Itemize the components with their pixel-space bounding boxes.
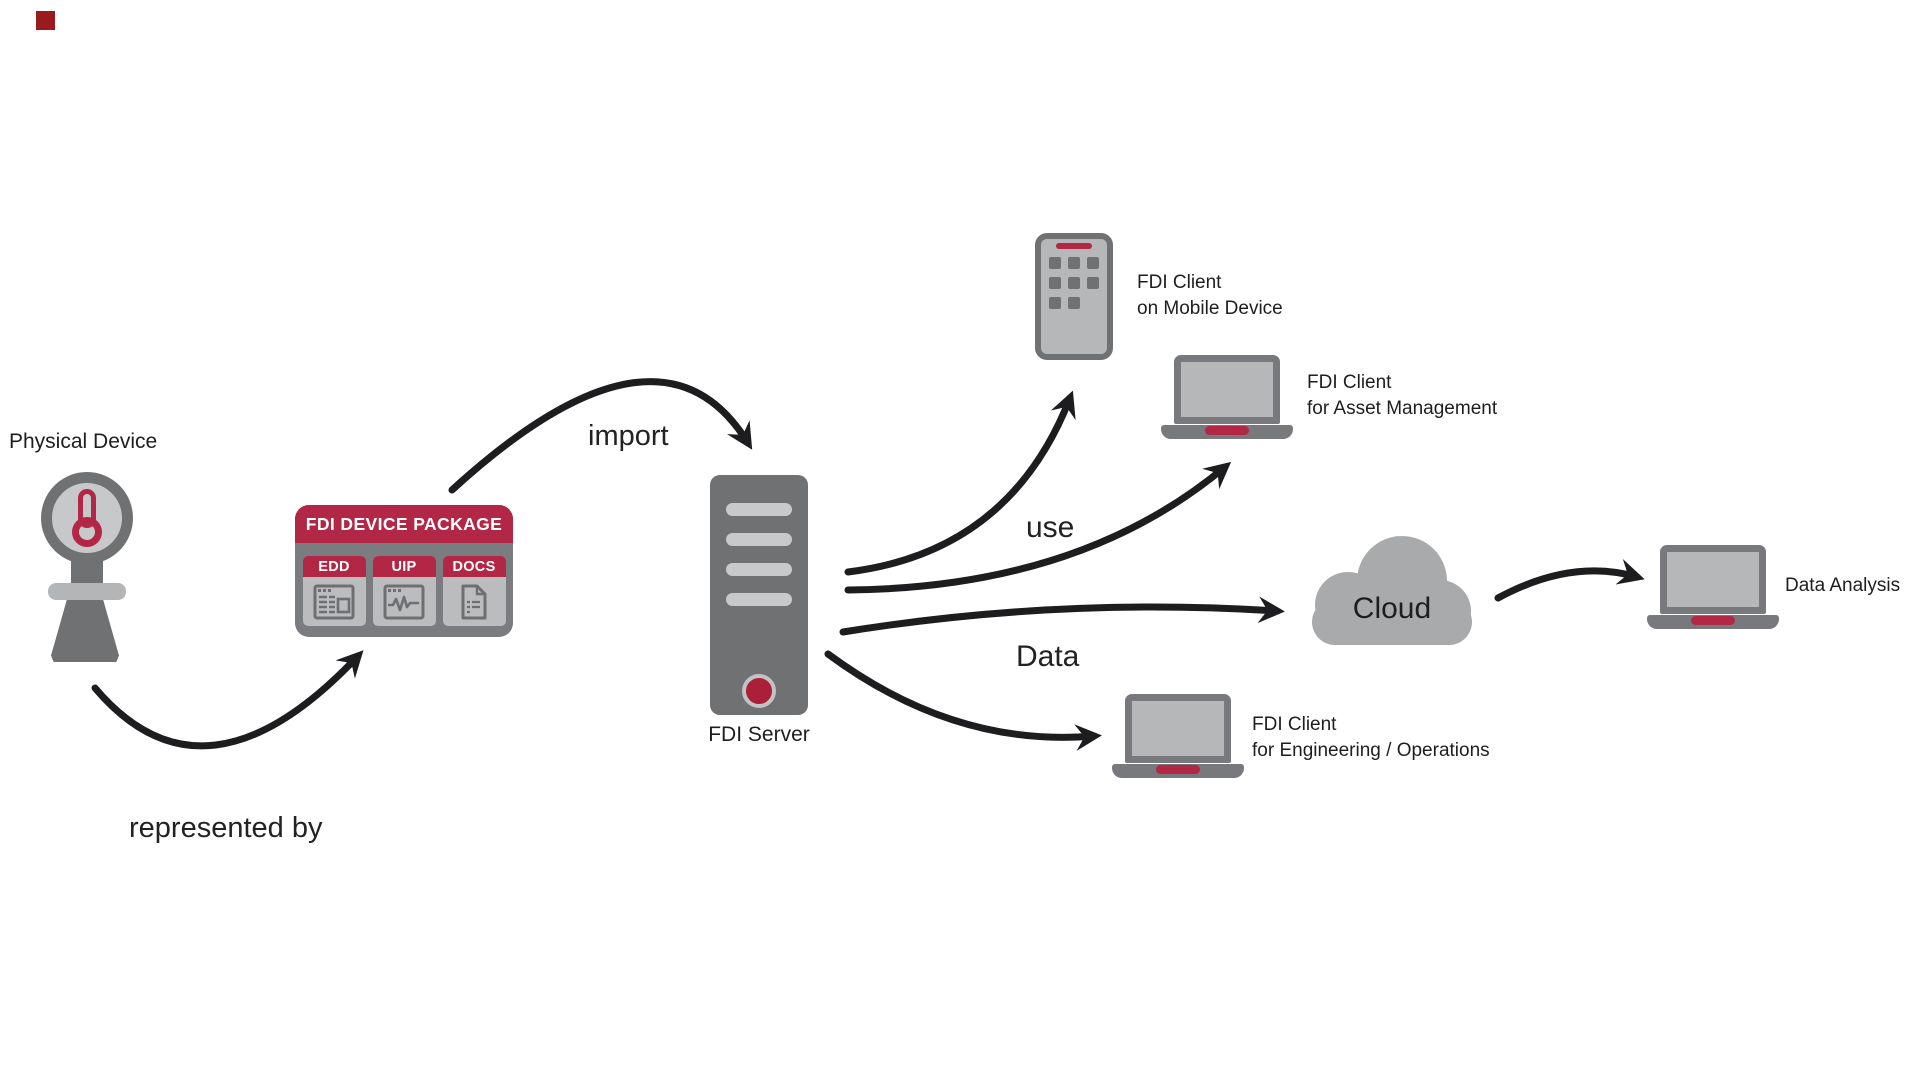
docs-body xyxy=(443,577,506,626)
fdi-device-package: FDI DEVICE PACKAGE EDD xyxy=(295,505,513,637)
phone-keypad xyxy=(1049,257,1107,309)
cloud-shape xyxy=(1312,536,1472,645)
server-vent-slot xyxy=(726,563,792,576)
phone-key xyxy=(1049,297,1061,309)
package-components: EDD xyxy=(295,556,513,626)
server-tower-icon xyxy=(710,475,808,715)
phone-key xyxy=(1087,277,1099,289)
thermometer-icon xyxy=(72,489,102,547)
asset-client-label-line1: FDI Client xyxy=(1307,372,1392,393)
uip-body xyxy=(373,577,436,626)
laptop-notch xyxy=(1691,616,1735,625)
mobile-client-label-line1: FDI Client xyxy=(1137,272,1222,293)
laptop-notch xyxy=(1205,426,1249,435)
laptop-notch xyxy=(1156,765,1200,774)
document-icon xyxy=(461,584,487,619)
package-component-uip: UIP xyxy=(372,556,436,626)
engineering-client-label-line1: FDI Client xyxy=(1252,714,1337,735)
asset-client-label-line2: for Asset Management xyxy=(1307,398,1498,419)
data-analysis-label: Data Analysis xyxy=(1785,575,1901,596)
laptop-base xyxy=(1161,425,1293,439)
server-power-led xyxy=(742,674,776,708)
asset-client-label: FDI Client for Asset Management xyxy=(1307,370,1497,422)
device-flange xyxy=(48,583,126,600)
arrow-represented-by xyxy=(91,650,364,750)
phone-key xyxy=(1068,257,1080,269)
mobile-client-label: FDI Client on Mobile Device xyxy=(1137,270,1283,322)
laptop-base xyxy=(1112,764,1244,778)
represented-by-label: represented by xyxy=(129,812,323,844)
smartphone-icon xyxy=(1035,233,1113,360)
server-vent-slot xyxy=(726,593,792,606)
engineering-client-label-line2: for Engineering / Operations xyxy=(1252,740,1490,761)
laptop-screen xyxy=(1125,694,1231,763)
package-component-docs: DOCS xyxy=(442,556,506,626)
thermometer-gauge-icon xyxy=(41,472,133,564)
cloud-icon: Cloud xyxy=(1308,533,1476,645)
server-vent-slot xyxy=(726,503,792,516)
form-icon xyxy=(313,584,355,619)
use-label: use xyxy=(1026,511,1075,544)
arrow-data-cloud xyxy=(839,596,1285,636)
phone-key xyxy=(1087,257,1099,269)
laptop-screen xyxy=(1174,355,1280,424)
fdi-server-label: FDI Server xyxy=(708,723,810,746)
laptop-icon-analysis xyxy=(1647,545,1779,629)
cloud-label: Cloud xyxy=(1352,592,1432,625)
docs-label: DOCS xyxy=(442,556,506,577)
arrow-cloud-analysis xyxy=(1494,559,1645,602)
red-corner-mark xyxy=(36,11,55,30)
mobile-client-label-line2: on Mobile Device xyxy=(1137,298,1283,319)
phone-key xyxy=(1068,297,1080,309)
laptop-base xyxy=(1647,615,1779,629)
package-title: FDI DEVICE PACKAGE xyxy=(305,513,503,534)
waveform-icon xyxy=(383,584,425,619)
edd-label: EDD xyxy=(302,556,366,577)
edd-body xyxy=(303,577,366,626)
laptop-screen xyxy=(1660,545,1766,614)
package-component-edd: EDD xyxy=(302,556,366,626)
engineering-client-label: FDI Client for Engineering / Operations xyxy=(1252,712,1490,764)
device-cone-base xyxy=(51,598,119,662)
laptop-icon-engineering xyxy=(1112,694,1244,778)
phone-key xyxy=(1068,277,1080,289)
uip-label: UIP xyxy=(372,556,436,577)
data-label: Data xyxy=(1016,640,1080,673)
import-label: import xyxy=(588,420,669,452)
laptop-icon-asset xyxy=(1161,355,1293,439)
phone-speaker-bar xyxy=(1056,243,1092,249)
arrow-use-mobile xyxy=(844,390,1076,576)
phone-key xyxy=(1049,277,1061,289)
phone-key xyxy=(1049,257,1061,269)
package-header: FDI DEVICE PACKAGE xyxy=(295,505,513,543)
physical-device-label: Physical Device xyxy=(9,430,158,453)
server-vent-slot xyxy=(726,533,792,546)
